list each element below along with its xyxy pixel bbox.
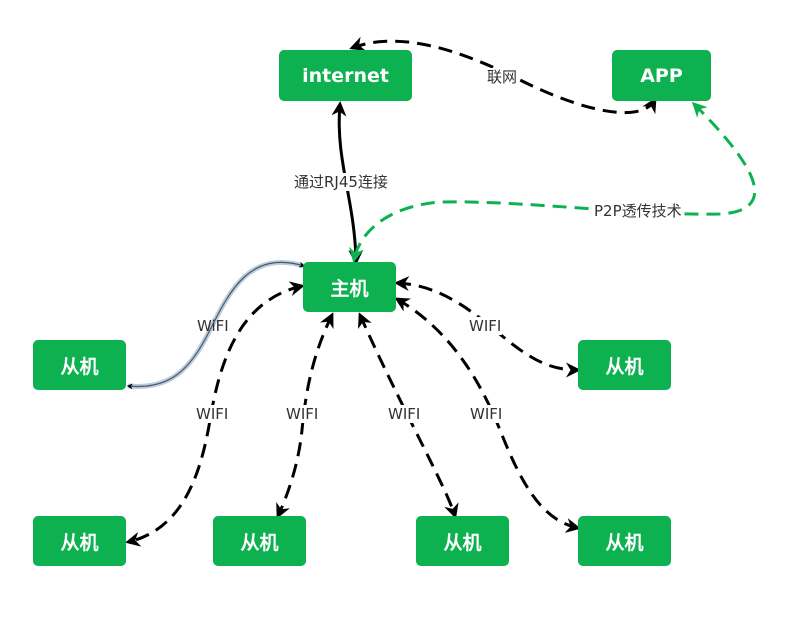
edge-label-master-slave-right: WIFI [468,317,503,335]
edge-app-master[interactable] [349,101,757,263]
edge-master-slave-bottom-2[interactable] [276,312,334,519]
edge-master-slave-bottom-1[interactable] [125,281,305,547]
edge-label-master-slave-bottom-4: WIFI [469,405,504,423]
node-master[interactable]: 主机 [303,262,396,312]
node-slave-bottom-4[interactable]: 从机 [578,516,671,566]
node-app[interactable]: APP [612,50,711,101]
node-slave-bottom-3[interactable]: 从机 [416,516,509,566]
edge-label-internet-master: 通过RJ45连接 [293,173,389,191]
node-slave-bottom-1[interactable]: 从机 [33,516,126,566]
node-slave-left[interactable]: 从机 [33,340,126,390]
edge-label-master-slave-bottom-3: WIFI [387,405,422,423]
edge-label-master-slave-bottom-2: WIFI [285,405,320,423]
edge-label-internet-app: 联网 [486,68,519,86]
node-internet[interactable]: internet [279,50,412,101]
node-slave-bottom-2[interactable]: 从机 [213,516,306,566]
edge-master-slave-bottom-4[interactable] [394,297,581,533]
node-slave-right[interactable]: 从机 [578,340,671,390]
edge-label-app-master: P2P透传技术 [593,202,683,220]
edge-label-master-slave-left: WiFI [197,317,229,335]
edge-label-master-slave-bottom-1: WIFI [195,405,230,423]
